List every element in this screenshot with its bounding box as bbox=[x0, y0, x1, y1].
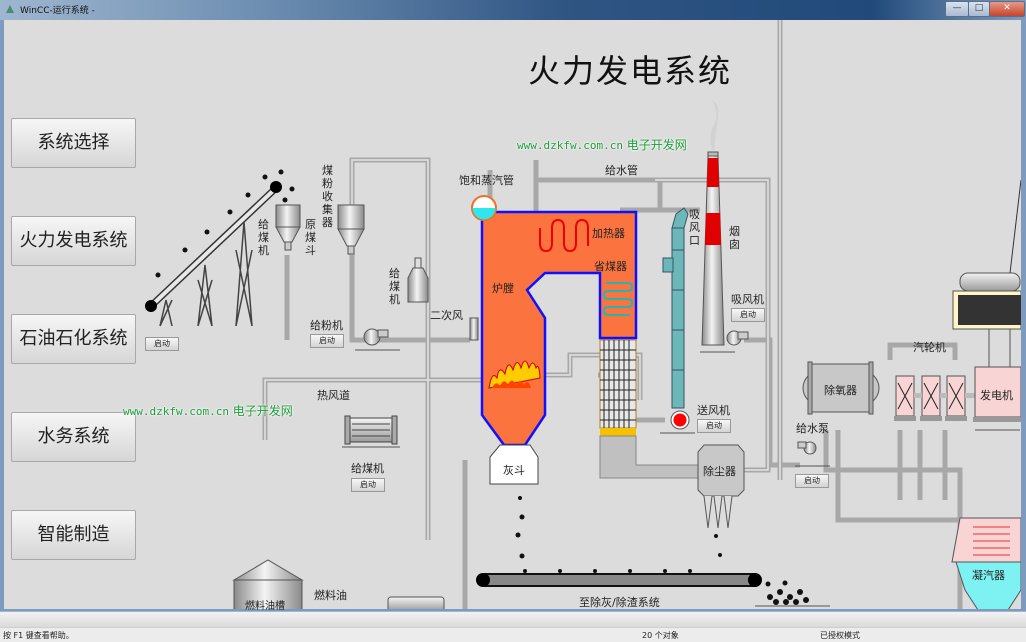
nav-system-select[interactable]: 系统选择 bbox=[11, 118, 136, 168]
label-feed-pump: 给水泵 bbox=[796, 422, 829, 435]
forced-fan bbox=[660, 410, 695, 434]
label-chimney: 烟囱 bbox=[729, 225, 740, 251]
secondary-air-damper bbox=[469, 317, 479, 341]
start-button-coal-feeder[interactable]: 启动 bbox=[351, 478, 385, 492]
watermark-top: www.dzkfw.com.cn 电子开发网 bbox=[517, 136, 687, 153]
label-fuel-oil: 燃料油 bbox=[314, 589, 347, 602]
start-button-powder-feeder[interactable]: 启动 bbox=[310, 334, 344, 348]
label-feeder-coal-2: 给煤机 bbox=[389, 267, 400, 306]
nav-smart-manufacturing[interactable]: 智能制造 bbox=[11, 510, 136, 560]
steam-drum bbox=[471, 195, 497, 221]
label-dust-collector: 除尘器 bbox=[703, 465, 736, 478]
minimize-button[interactable]: — bbox=[945, 1, 969, 17]
heater-coil bbox=[539, 218, 589, 253]
start-button-forced-fan[interactable]: 启动 bbox=[697, 419, 731, 433]
maximize-button[interactable]: □ bbox=[968, 1, 990, 17]
label-air-inlet: 吸风口 bbox=[689, 208, 700, 247]
wincc-app-icon bbox=[6, 5, 14, 13]
label-feeder-coal-1: 给煤机 bbox=[258, 218, 269, 257]
nav-water-system[interactable]: 水务系统 bbox=[11, 412, 136, 462]
steam-turbine bbox=[894, 375, 975, 421]
dust-collector bbox=[697, 444, 745, 529]
nav-thermal-power[interactable]: 火力发电系统 bbox=[11, 216, 136, 266]
label-ash-hopper: 灰斗 bbox=[503, 464, 525, 477]
air-preheater bbox=[599, 339, 701, 479]
watermark-url: www.dzkfw.com.cn bbox=[123, 405, 229, 418]
start-button-conveyor[interactable]: 启动 bbox=[145, 337, 179, 351]
label-fuel-oil-tank: 燃料油槽 bbox=[245, 601, 285, 612]
coal-feeder-horizontal bbox=[342, 415, 400, 448]
coal-feeder-vertical bbox=[407, 257, 429, 303]
close-button[interactable]: ✕ bbox=[989, 1, 1025, 17]
status-help: 按 F1 键查看帮助。 bbox=[3, 631, 74, 640]
coal-conveyor-incline bbox=[145, 169, 295, 327]
generator bbox=[973, 325, 1021, 431]
label-powder-feeder: 给粉机 bbox=[310, 319, 343, 332]
label-raw-coal-hopper: 原煤斗 bbox=[305, 218, 316, 257]
chimney bbox=[700, 100, 735, 353]
powder-feeder-pump bbox=[355, 328, 400, 351]
label-deaerator: 除氧器 bbox=[824, 384, 857, 397]
ash-pile bbox=[765, 580, 809, 605]
condenser bbox=[951, 517, 1021, 609]
label-to-ash-system: 至除灰/除渣系统 bbox=[579, 596, 660, 609]
label-coal-collector: 煤粉收集器 bbox=[322, 164, 333, 229]
status-object-count: 20 个对象 bbox=[642, 631, 679, 640]
raw-coal-hopper bbox=[275, 204, 301, 251]
label-heater: 加热器 bbox=[592, 227, 625, 240]
boiler-furnace bbox=[480, 210, 638, 447]
page-title: 火力发电系统 bbox=[528, 52, 733, 90]
ash-conveyor bbox=[476, 496, 830, 607]
window-title: WinCC-运行系统 - bbox=[20, 6, 95, 16]
label-induced-fan: 吸风机 bbox=[731, 293, 764, 306]
status-bar: 按 F1 键查看帮助。 20 个对象 已授权模式 bbox=[0, 627, 1026, 642]
economizer-coil bbox=[602, 282, 634, 316]
label-turbine: 汽轮机 bbox=[913, 341, 946, 354]
ash-hopper bbox=[489, 444, 539, 485]
watermark-name: 电子开发网 bbox=[232, 404, 293, 418]
induced-fan bbox=[726, 330, 749, 346]
smoke-icon bbox=[710, 100, 719, 150]
label-generator: 发电机 bbox=[980, 389, 1013, 402]
feed-pump bbox=[795, 441, 830, 467]
status-mode: 已授权模式 bbox=[820, 631, 860, 640]
air-inlet-duct bbox=[662, 207, 689, 409]
transformer-unit bbox=[952, 179, 1021, 330]
watermark-name: 电子开发网 bbox=[626, 138, 687, 152]
fuel-oil-tank bbox=[232, 559, 445, 609]
start-button-induced-fan[interactable]: 启动 bbox=[731, 308, 765, 322]
label-saturated-steam-pipe: 饱和蒸汽管 bbox=[459, 174, 514, 187]
coal-powder-collector bbox=[337, 204, 365, 255]
process-diagram bbox=[145, 20, 1021, 609]
watermark-url: www.dzkfw.com.cn bbox=[517, 139, 623, 152]
label-feed-water-pipe: 给水管 bbox=[605, 164, 638, 177]
label-hot-air-duct: 热风道 bbox=[317, 389, 350, 402]
flame-icon bbox=[488, 360, 541, 389]
watermark-mid: www.dzkfw.com.cn 电子开发网 bbox=[123, 402, 293, 419]
label-furnace: 炉膛 bbox=[492, 282, 514, 295]
process-canvas: 火力发电系统 bbox=[4, 20, 1021, 609]
toolbar-strip bbox=[0, 611, 1026, 628]
label-feeder-coal-3: 给煤机 bbox=[351, 462, 384, 475]
label-secondary-air: 二次风 bbox=[430, 309, 463, 322]
label-condenser: 凝汽器 bbox=[972, 569, 1005, 582]
start-button-feed-pump[interactable]: 启动 bbox=[795, 474, 829, 488]
label-economizer: 省煤器 bbox=[594, 260, 627, 273]
window-titlebar: WinCC-运行系统 - — □ ✕ bbox=[0, 0, 1026, 20]
nav-petrochemical[interactable]: 石油石化系统 bbox=[11, 314, 136, 364]
deaerator bbox=[802, 361, 880, 415]
label-forced-fan: 送风机 bbox=[697, 404, 730, 417]
